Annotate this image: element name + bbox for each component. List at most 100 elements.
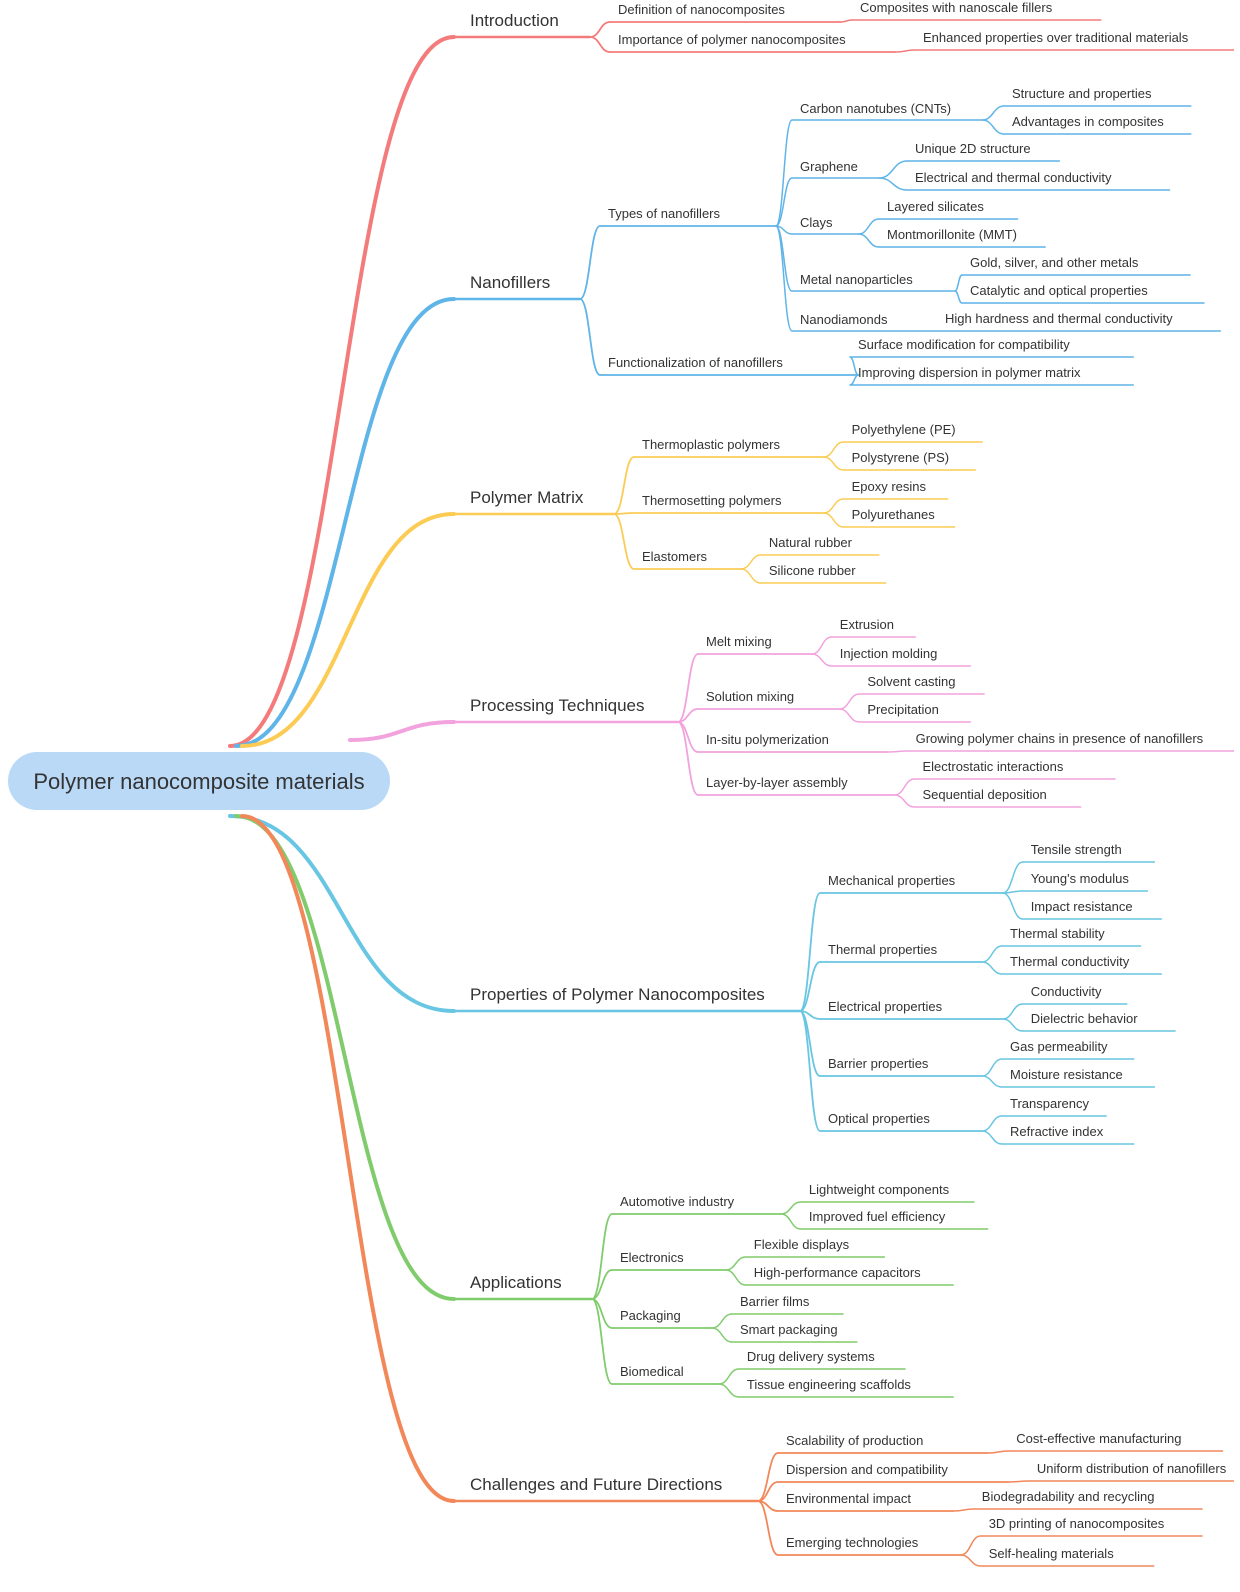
leaf-label[interactable]: Structure and properties xyxy=(1012,86,1152,101)
connector-topic-to-leaf xyxy=(838,693,861,710)
topic-label[interactable]: Automotive industry xyxy=(620,1194,735,1209)
leaf-label[interactable]: Gold, silver, and other metals xyxy=(970,255,1139,270)
leaf-label[interactable]: Composites with nanoscale fillers xyxy=(860,0,1053,15)
leaf-label[interactable]: Electrostatic interactions xyxy=(922,759,1063,774)
connector-subtopic-to-leaf xyxy=(981,119,1005,135)
leaf-label[interactable]: Polystyrene (PS) xyxy=(852,450,950,465)
connector-topic-to-subtopic xyxy=(775,225,793,332)
leaf-label[interactable]: Cost-effective manufacturing xyxy=(1016,1431,1181,1446)
leaf-label[interactable]: Enhanced properties over traditional mat… xyxy=(923,30,1189,45)
root-node[interactable]: Polymer nanocomposite materials xyxy=(8,752,390,810)
leaf-label[interactable]: Surface modification for compatibility xyxy=(858,337,1070,352)
mindmap-connectors xyxy=(228,19,1234,1567)
leaf-label[interactable]: Injection molding xyxy=(840,646,938,661)
leaf-label[interactable]: Polyethylene (PE) xyxy=(852,422,956,437)
topic-label[interactable]: Importance of polymer nanocomposites xyxy=(618,32,846,47)
branch-label[interactable]: Processing Techniques xyxy=(470,696,645,715)
topic-label[interactable]: Melt mixing xyxy=(706,634,772,649)
topic-label[interactable]: Electrical properties xyxy=(828,999,943,1014)
leaf-label[interactable]: Electrical and thermal conductivity xyxy=(915,170,1112,185)
branch-label[interactable]: Introduction xyxy=(470,11,559,30)
leaf-label[interactable]: Flexible displays xyxy=(754,1237,850,1252)
branch-label[interactable]: Nanofillers xyxy=(470,273,550,292)
topic-label[interactable]: In-situ polymerization xyxy=(706,732,829,747)
leaf-label[interactable]: Catalytic and optical properties xyxy=(970,283,1148,298)
topic-label[interactable]: Thermal properties xyxy=(828,942,938,957)
leaf-label[interactable]: Gas permeability xyxy=(1010,1039,1108,1054)
leaf-label[interactable]: Uniform distribution of nanofillers xyxy=(1037,1461,1227,1476)
connector-topic-to-leaf xyxy=(981,961,1003,975)
topic-label[interactable]: Thermosetting polymers xyxy=(642,493,782,508)
topic-label[interactable]: Barrier properties xyxy=(828,1056,929,1071)
leaf-label[interactable]: Montmorillonite (MMT) xyxy=(887,227,1017,242)
connector-topic-to-leaf xyxy=(718,1368,740,1385)
topic-label[interactable]: Solution mixing xyxy=(706,689,794,704)
leaf-label[interactable]: Impact resistance xyxy=(1031,899,1133,914)
leaf-label[interactable]: 3D printing of nanocomposites xyxy=(989,1516,1165,1531)
leaf-label[interactable]: Precipitation xyxy=(867,702,939,717)
connector-topic-to-leaf xyxy=(893,778,916,796)
leaf-label[interactable]: High-performance capacitors xyxy=(754,1265,921,1280)
leaf-label[interactable]: Extrusion xyxy=(840,617,894,632)
leaf-label[interactable]: Sequential deposition xyxy=(922,787,1046,802)
leaf-label[interactable]: Young's modulus xyxy=(1031,871,1130,886)
connector-topic-to-leaf xyxy=(1001,1018,1024,1032)
topic-label[interactable]: Types of nanofillers xyxy=(608,206,721,221)
leaf-label[interactable]: Transparency xyxy=(1010,1096,1089,1111)
leaf-label[interactable]: Solvent casting xyxy=(867,674,955,689)
leaf-label[interactable]: Layered silicates xyxy=(887,199,984,214)
leaf-label[interactable]: Conductivity xyxy=(1031,984,1102,999)
topic-label[interactable]: Functionalization of nanofillers xyxy=(608,355,783,370)
topic-label[interactable]: Packaging xyxy=(620,1308,681,1323)
leaf-label[interactable]: Growing polymer chains in presence of na… xyxy=(916,731,1204,746)
branch-label[interactable]: Properties of Polymer Nanocomposites xyxy=(470,985,765,1004)
topic-label[interactable]: Elastomers xyxy=(642,549,708,564)
leaf-label[interactable]: Self-healing materials xyxy=(989,1546,1115,1561)
connector-topic-to-leaf xyxy=(895,49,916,53)
topic-label[interactable]: Biomedical xyxy=(620,1364,684,1379)
leaf-label[interactable]: Tensile strength xyxy=(1031,842,1122,857)
topic-label[interactable]: Definition of nanocomposites xyxy=(618,2,785,17)
leaf-label[interactable]: Biodegradability and recycling xyxy=(982,1489,1155,1504)
topic-label[interactable]: Electronics xyxy=(620,1250,684,1265)
subtopic-label[interactable]: Carbon nanotubes (CNTs) xyxy=(800,101,951,116)
leaf-label[interactable]: Improved fuel efficiency xyxy=(809,1209,946,1224)
leaf-label[interactable]: Smart packaging xyxy=(740,1322,838,1337)
leaf-label[interactable]: Barrier films xyxy=(740,1294,810,1309)
leaf-label[interactable]: Tissue engineering scaffolds xyxy=(747,1377,912,1392)
subtopic-label[interactable]: Metal nanoparticles xyxy=(800,272,913,287)
connector-topic-to-leaf xyxy=(886,750,909,753)
leaf-label[interactable]: Advantages in composites xyxy=(1012,114,1164,129)
leaf-label[interactable]: Natural rubber xyxy=(769,535,853,550)
topic-label[interactable]: Thermoplastic polymers xyxy=(642,437,780,452)
topic-label[interactable]: Mechanical properties xyxy=(828,873,956,888)
leaf-label[interactable]: Epoxy resins xyxy=(852,479,927,494)
branch-label[interactable]: Applications xyxy=(470,1273,562,1292)
leaf-label[interactable]: Refractive index xyxy=(1010,1124,1104,1139)
connector-topic-to-leaf xyxy=(981,1115,1003,1132)
subtopic-label[interactable]: Graphene xyxy=(800,159,858,174)
subtopic-label[interactable]: Clays xyxy=(800,215,833,230)
leaf-label[interactable]: Dielectric behavior xyxy=(1031,1011,1139,1026)
leaf-label[interactable]: Unique 2D structure xyxy=(915,141,1031,156)
topic-label[interactable]: Optical properties xyxy=(828,1111,930,1126)
topic-label[interactable]: Emerging technologies xyxy=(786,1535,919,1550)
connector-topic-to-leaf xyxy=(981,1058,1003,1077)
leaf-label[interactable]: Moisture resistance xyxy=(1010,1067,1123,1082)
topic-label[interactable]: Scalability of production xyxy=(786,1433,923,1448)
leaf-label[interactable]: Polyurethanes xyxy=(852,507,936,522)
leaf-label[interactable]: Silicone rubber xyxy=(769,563,856,578)
leaf-label[interactable]: Thermal stability xyxy=(1010,926,1105,941)
leaf-label[interactable]: Improving dispersion in polymer matrix xyxy=(858,365,1081,380)
leaf-label[interactable]: Lightweight components xyxy=(809,1182,950,1197)
connector-topic-to-leaf xyxy=(780,1201,802,1215)
leaf-label[interactable]: Thermal conductivity xyxy=(1010,954,1130,969)
subtopic-label[interactable]: Nanodiamonds xyxy=(800,312,888,327)
leaf-label[interactable]: High hardness and thermal conductivity xyxy=(945,311,1173,326)
topic-label[interactable]: Dispersion and compatibility xyxy=(786,1462,948,1477)
leaf-label[interactable]: Drug delivery systems xyxy=(747,1349,875,1364)
topic-label[interactable]: Environmental impact xyxy=(786,1491,911,1506)
topic-label[interactable]: Layer-by-layer assembly xyxy=(706,775,848,790)
branch-label[interactable]: Challenges and Future Directions xyxy=(470,1475,722,1494)
branch-label[interactable]: Polymer Matrix xyxy=(470,488,584,507)
